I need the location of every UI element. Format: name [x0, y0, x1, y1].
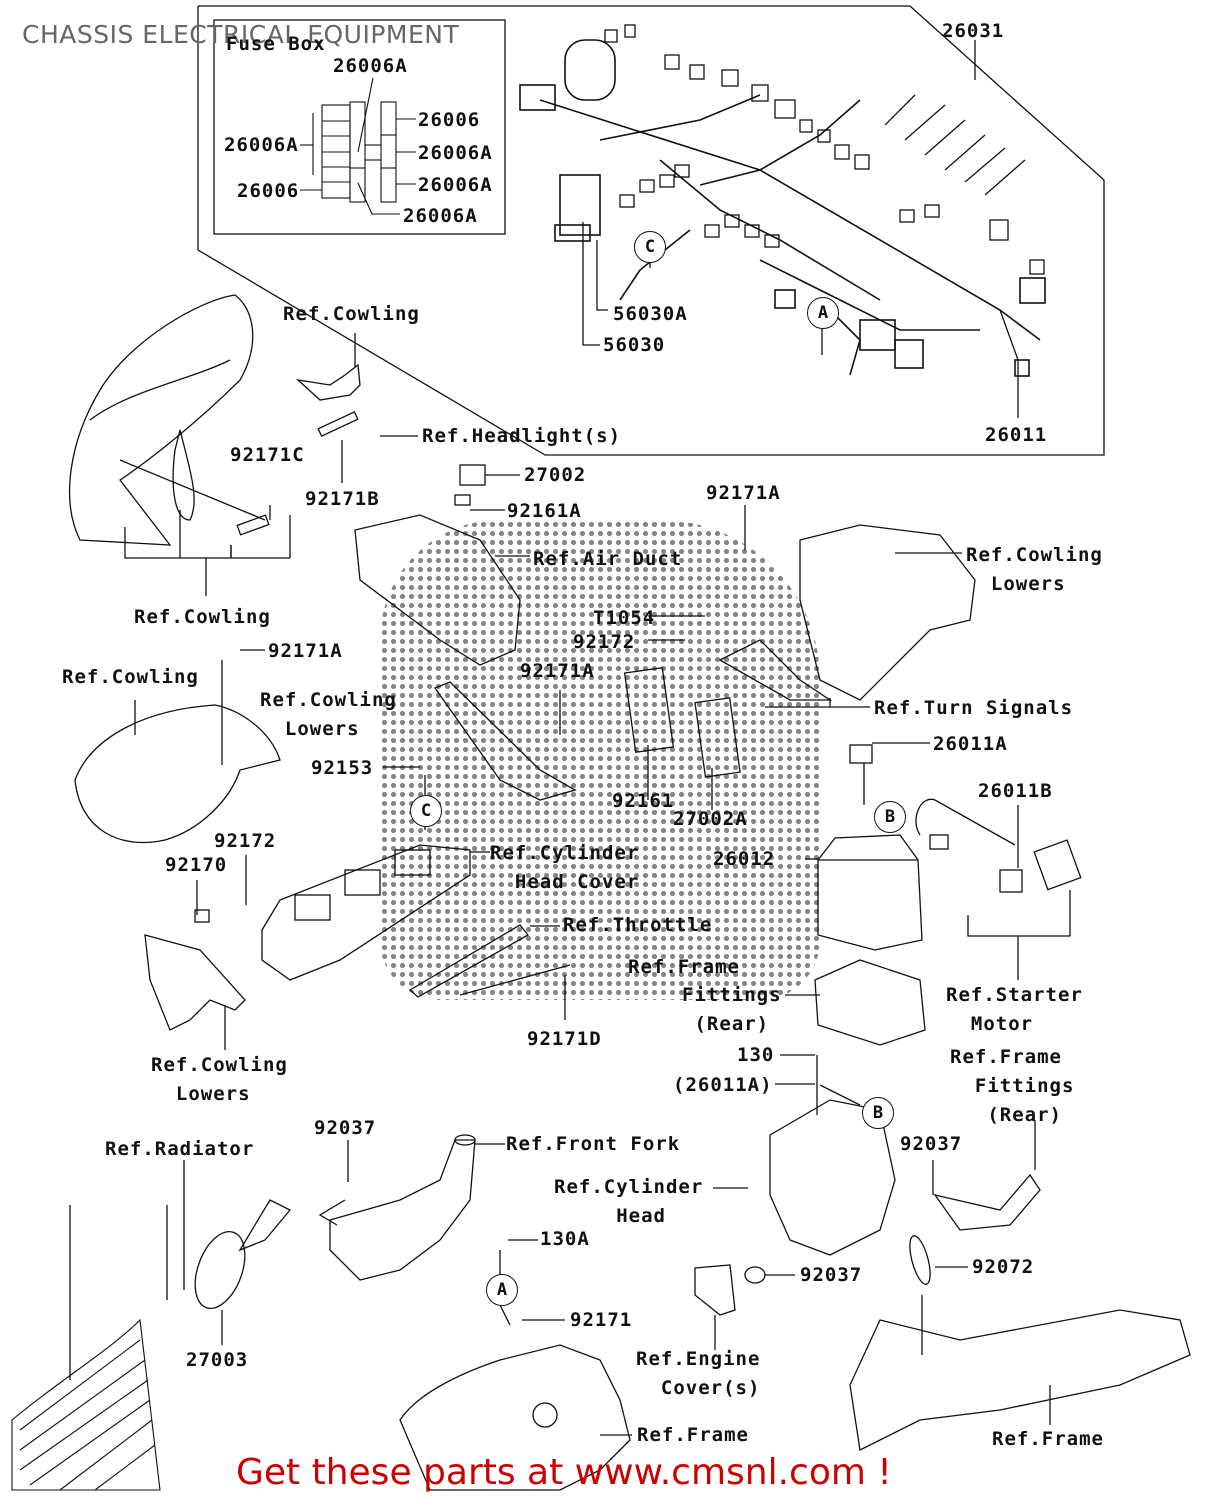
- part-label-26011: 26011: [985, 424, 1048, 446]
- horn-art: [194, 1199, 292, 1309]
- front-fork-art: [329, 1134, 476, 1281]
- throttle-art: [408, 924, 571, 998]
- part-label: 26011A: [933, 733, 1008, 755]
- cylinder-head-cover-art: [261, 844, 471, 981]
- side-cowling-art: [74, 704, 281, 844]
- headlight-bracket-art: [295, 363, 361, 437]
- part-label: Ref.Cylinder Head Cover: [490, 842, 640, 893]
- part-label: (26011A): [673, 1074, 773, 1096]
- reference-marker-a: A: [486, 1274, 518, 1306]
- part-label: 92072: [972, 1256, 1035, 1278]
- harness-grommets: [884, 94, 1026, 196]
- part-label: Ref.Turn Signals: [874, 697, 1074, 719]
- part-label: Fittings (Rear): [682, 984, 782, 1035]
- upper-cowling-art: [69, 294, 254, 546]
- frame-fitting-rear-art: [933, 1173, 1041, 1231]
- part-label-56030a: 56030A: [613, 303, 688, 325]
- part-label: Ref.Front Fork: [506, 1133, 681, 1155]
- part-label: 26012: [713, 848, 776, 870]
- part-label: 27003: [186, 1349, 249, 1371]
- part-label: 92172: [214, 830, 277, 852]
- part-label: 92037: [800, 1264, 863, 1286]
- part-label: Ref.Engine Cover(s): [636, 1348, 761, 1399]
- part-label: Ref.Cowling Lowers: [151, 1054, 288, 1105]
- part-label: 92171A: [268, 640, 343, 662]
- radiator-art: [11, 1318, 161, 1491]
- part-label: Ref.Cowling: [134, 606, 271, 628]
- part-label: 92170: [165, 854, 228, 876]
- reference-marker-c: C: [410, 795, 442, 827]
- cowling-lowers-right-art: [718, 524, 976, 701]
- cowling-lowers-left-art: [144, 909, 246, 1031]
- frame-front-art: [399, 1344, 631, 1491]
- part-label: 92153: [311, 757, 374, 779]
- fuse-label: 26006: [237, 180, 300, 202]
- part-label: 92037: [900, 1133, 963, 1155]
- part-label: 92161: [612, 790, 675, 812]
- air-duct-art: [354, 464, 521, 666]
- part-label-56030: 56030: [603, 334, 666, 356]
- part-label: 92037: [314, 1117, 377, 1139]
- harness-inset-frame: [197, 5, 1105, 456]
- fuse-label: 26006A: [403, 205, 478, 227]
- fuse-box-frame: [213, 19, 506, 235]
- diagram-title: CHASSIS ELECTRICAL EQUIPMENT: [22, 20, 460, 49]
- part-label: 92161A: [507, 500, 582, 522]
- part-label: Ref.Starter Motor: [946, 984, 1083, 1035]
- part-label: 92171B: [305, 488, 380, 510]
- part-label: 26011B: [978, 780, 1053, 802]
- part-label: 27002: [524, 464, 587, 486]
- part-label: Ref.Cowling Lowers: [966, 544, 1103, 595]
- part-label: 92171A: [520, 660, 595, 682]
- part-label: Ref.Cowling: [62, 666, 199, 688]
- part-label: Ref.Frame: [637, 1424, 749, 1446]
- promo-link[interactable]: Get these parts at www.cmsnl.com !: [236, 1452, 892, 1493]
- reference-marker-a: A: [807, 297, 839, 329]
- part-label: 92172: [573, 631, 636, 653]
- frame-rear-art: [849, 1235, 1191, 1451]
- part-label: 130: [737, 1044, 775, 1066]
- part-label: 27002A: [673, 808, 748, 830]
- part-label: 130A: [540, 1228, 590, 1250]
- part-label: Ref.Headlight(s): [422, 425, 622, 447]
- fuse-label: 26006A: [418, 174, 493, 196]
- fuse-label: 26006: [418, 109, 481, 131]
- part-label: Ref.Cowling Lowers: [260, 689, 397, 740]
- wire-harness-26031: [519, 39, 1046, 377]
- fuse-label: 26006A: [418, 142, 493, 164]
- fuse-block: [300, 77, 416, 215]
- part-label: 92171: [570, 1309, 633, 1331]
- bracket-ecu-art: [433, 667, 741, 801]
- engine-cover-art: [694, 1264, 766, 1316]
- fuse-label: 26006A: [224, 134, 299, 156]
- fuse-label: 26006A: [333, 55, 408, 77]
- part-label: Ref.Throttle: [563, 914, 713, 936]
- harness-connectors: [604, 24, 1045, 275]
- part-label: T1054: [593, 607, 656, 629]
- part-label: Ref.Cylinder Head: [554, 1176, 704, 1227]
- part-label: Ref.Radiator: [105, 1138, 255, 1160]
- part-label: Ref.Air Duct: [533, 548, 683, 570]
- battery-case-art: [814, 959, 926, 1046]
- reference-marker-b: B: [862, 1097, 894, 1129]
- part-label: 92171C: [230, 444, 305, 466]
- part-label: Ref.Frame: [628, 956, 740, 978]
- reference-marker-c: C: [634, 231, 666, 263]
- battery-art: [817, 834, 923, 951]
- part-label: Ref.Frame Fittings (Rear): [950, 1046, 1075, 1126]
- fuse-box-heading: Fuse Box: [226, 33, 326, 55]
- reference-marker-b: B: [874, 801, 906, 833]
- part-label: Ref.Frame: [992, 1428, 1104, 1450]
- cylinder-head-art: [769, 1099, 896, 1256]
- watermark-halftone: [380, 520, 820, 1000]
- part-label-26031: 26031: [942, 20, 1005, 42]
- part-label: 92171D: [527, 1028, 602, 1050]
- part-label: 92171A: [706, 482, 781, 504]
- starter-relay-art: [915, 798, 1082, 893]
- part-label: Ref.Cowling: [283, 303, 420, 325]
